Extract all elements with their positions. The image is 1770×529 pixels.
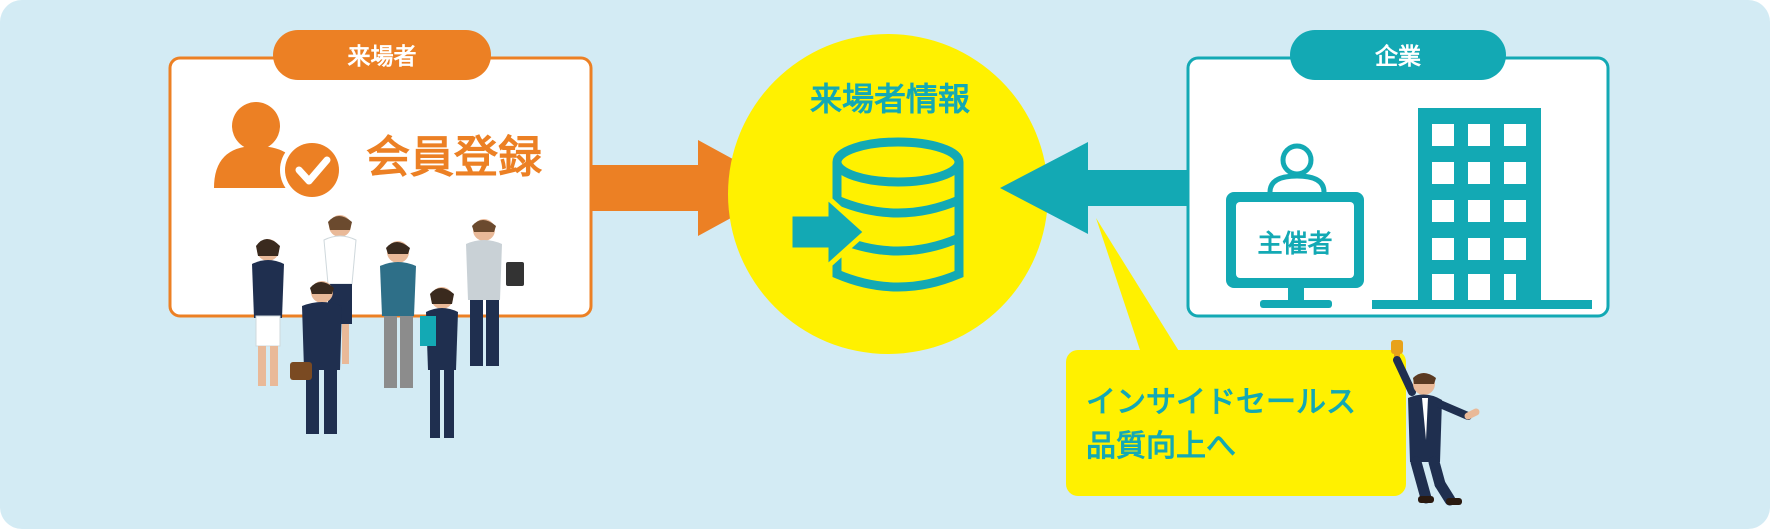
business-people-group xyxy=(252,215,524,438)
callout-line1: インサイドセールス xyxy=(1086,385,1356,420)
company-tag xyxy=(1290,30,1506,80)
person-figure xyxy=(290,281,342,434)
register-text: 会員登録 xyxy=(366,132,543,183)
user-check-icon xyxy=(214,102,344,202)
company-panel: 企業 主催者 xyxy=(1186,30,1610,318)
organizer-label: 主催者 xyxy=(1257,229,1332,258)
jumping-businessman xyxy=(1391,340,1480,506)
visitor-tag xyxy=(273,30,491,80)
person-icon xyxy=(1267,143,1327,193)
database-icon xyxy=(832,137,964,292)
callout-bubble: インサイドセールス 品質向上へ xyxy=(1066,218,1406,496)
person-figure xyxy=(380,241,416,388)
visitor-tag-label: 来場者 xyxy=(348,44,417,70)
person-figure xyxy=(252,239,284,386)
inflow-arrow xyxy=(787,190,870,274)
teal-arrow xyxy=(1000,142,1188,234)
database-circle xyxy=(728,34,1048,354)
building-icon xyxy=(1372,108,1592,309)
callout-line2: 品質向上へ xyxy=(1086,429,1236,464)
company-tag-label: 企業 xyxy=(1374,43,1422,70)
database-title: 来場者情報 xyxy=(810,80,970,118)
person-figure xyxy=(466,219,524,366)
monitor-icon xyxy=(1226,192,1364,308)
database-panel: 来場者情報 xyxy=(728,34,1048,354)
visitor-panel: 来場者 会員登録 xyxy=(168,30,593,438)
person-figure xyxy=(420,287,458,438)
